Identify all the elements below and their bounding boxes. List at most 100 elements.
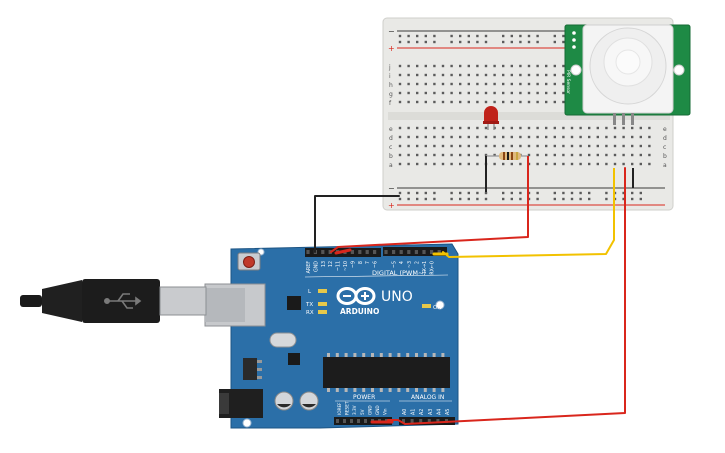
breadboard-rail-hole: [484, 191, 488, 195]
breadboard-hole: [613, 153, 617, 157]
breadboard-hole: [398, 144, 402, 148]
breadboard-hole: [562, 162, 565, 166]
breadboard-hole: [605, 162, 608, 166]
chip-pin: [423, 353, 427, 357]
breadboard-rail-hole: [536, 197, 539, 201]
pir-mounting-hole: [570, 64, 582, 76]
breadboard-rail-hole: [553, 40, 556, 44]
row-letter-b: b: [389, 153, 393, 160]
breadboard-hole: [519, 126, 522, 130]
breadboard-rail-hole: [476, 40, 479, 44]
breadboard-hole: [459, 144, 462, 148]
breadboard-hole: [545, 153, 548, 157]
breadboard-hole: [545, 126, 548, 130]
breadboard-hole: [502, 135, 505, 139]
breadboard-hole: [553, 82, 556, 86]
power-section-label: POWER: [353, 394, 375, 401]
breadboard-hole: [424, 100, 427, 104]
breadboard-hole: [579, 162, 582, 166]
breadboard-hole: [648, 126, 651, 130]
breadboard-hole: [502, 126, 505, 130]
breadboard-hole: [484, 126, 488, 130]
breadboard-hole: [416, 153, 419, 157]
label-l: L: [308, 289, 312, 295]
header-hole: [358, 250, 362, 254]
breadboard-hole: [562, 82, 565, 86]
breadboard-rail-hole: [588, 191, 591, 195]
breadboard-rail-hole: [433, 197, 436, 201]
label-tx: TX: [305, 302, 313, 308]
breadboard-rail-hole: [605, 191, 608, 195]
digital-section-label: DIGITAL (PWM~): [372, 269, 426, 277]
breadboard-hole: [433, 153, 436, 157]
breadboard-hole: [519, 100, 522, 104]
breadboard-rail-hole: [484, 40, 488, 44]
breadboard-rail-hole: [407, 191, 410, 195]
breadboard-rail-hole: [510, 40, 513, 44]
breadboard-rail-hole: [622, 191, 625, 195]
chip-pin: [379, 353, 383, 357]
breadboard-hole: [562, 153, 565, 157]
breadboard-hole: [553, 100, 556, 104]
row-letter-e-right: e: [663, 126, 667, 133]
analog-pin-label: A0: [402, 409, 408, 415]
breadboard-hole: [510, 144, 513, 148]
breadboard-hole: [570, 126, 574, 130]
digital-pin-label: TX→1: [422, 261, 428, 275]
label-on: ON: [433, 305, 441, 311]
chip-pin: [327, 388, 330, 392]
breadboard-rail-hole: [467, 34, 470, 38]
breadboard-hole: [441, 144, 445, 148]
breadboard-hole: [622, 153, 625, 157]
breadboard-hole: [433, 91, 436, 95]
breadboard-hole: [648, 135, 651, 139]
breadboard-hole: [459, 91, 462, 95]
power-jack-opening: [219, 393, 229, 414]
breadboard-hole: [553, 153, 556, 157]
digital-pin-label: 2: [414, 261, 420, 264]
breadboard-hole: [519, 162, 522, 166]
breadboard-rail-hole: [579, 191, 582, 195]
regulator-pin: [257, 360, 262, 363]
breadboard-hole: [536, 153, 539, 157]
breadboard-hole: [553, 135, 556, 139]
breadboard-hole: [416, 64, 419, 68]
breadboard-rail-hole: [450, 197, 453, 201]
breadboard-hole: [484, 91, 488, 95]
usb-cable-cord: [20, 295, 42, 307]
breadboard-rail-hole: [416, 40, 419, 44]
header-hole: [306, 250, 310, 254]
pir-lead: [631, 113, 634, 125]
breadboard-hole: [407, 126, 410, 130]
breadboard-hole: [579, 144, 582, 148]
usb-symbol-icon: [104, 293, 142, 309]
breadboard-hole: [407, 73, 410, 77]
breadboard-hole: [476, 73, 479, 77]
header-hole: [427, 419, 431, 423]
breadboard-rail-hole: [631, 191, 634, 195]
led-on-indicator: [422, 304, 431, 308]
power-pin-label: 5V: [360, 409, 365, 415]
breadboard-hole: [467, 64, 470, 68]
reset-button[interactable]: [243, 256, 255, 268]
resistor-band: [511, 152, 513, 160]
power-pin-label: IOREF: [337, 402, 342, 415]
breadboard-hole: [596, 126, 599, 130]
analog-pin-label: A1: [411, 409, 417, 415]
breadboard-rail-hole: [450, 34, 453, 38]
breadboard-rail-hole: [639, 197, 642, 201]
breadboard-hole: [527, 64, 531, 68]
breadboard-rail-hole: [631, 197, 634, 201]
header-hole: [336, 419, 339, 423]
breadboard-hole: [398, 126, 402, 130]
digital-pin-label: ~9: [350, 261, 356, 268]
chip-pin: [335, 388, 339, 392]
breadboard-hole: [510, 100, 513, 104]
digital-pin-label: ~6: [373, 261, 379, 268]
header-hole: [419, 419, 423, 423]
breadboard-hole: [562, 144, 565, 148]
led-rx-indicator: [318, 310, 327, 314]
breadboard-rail-hole: [433, 34, 436, 38]
header-hole: [414, 250, 418, 254]
